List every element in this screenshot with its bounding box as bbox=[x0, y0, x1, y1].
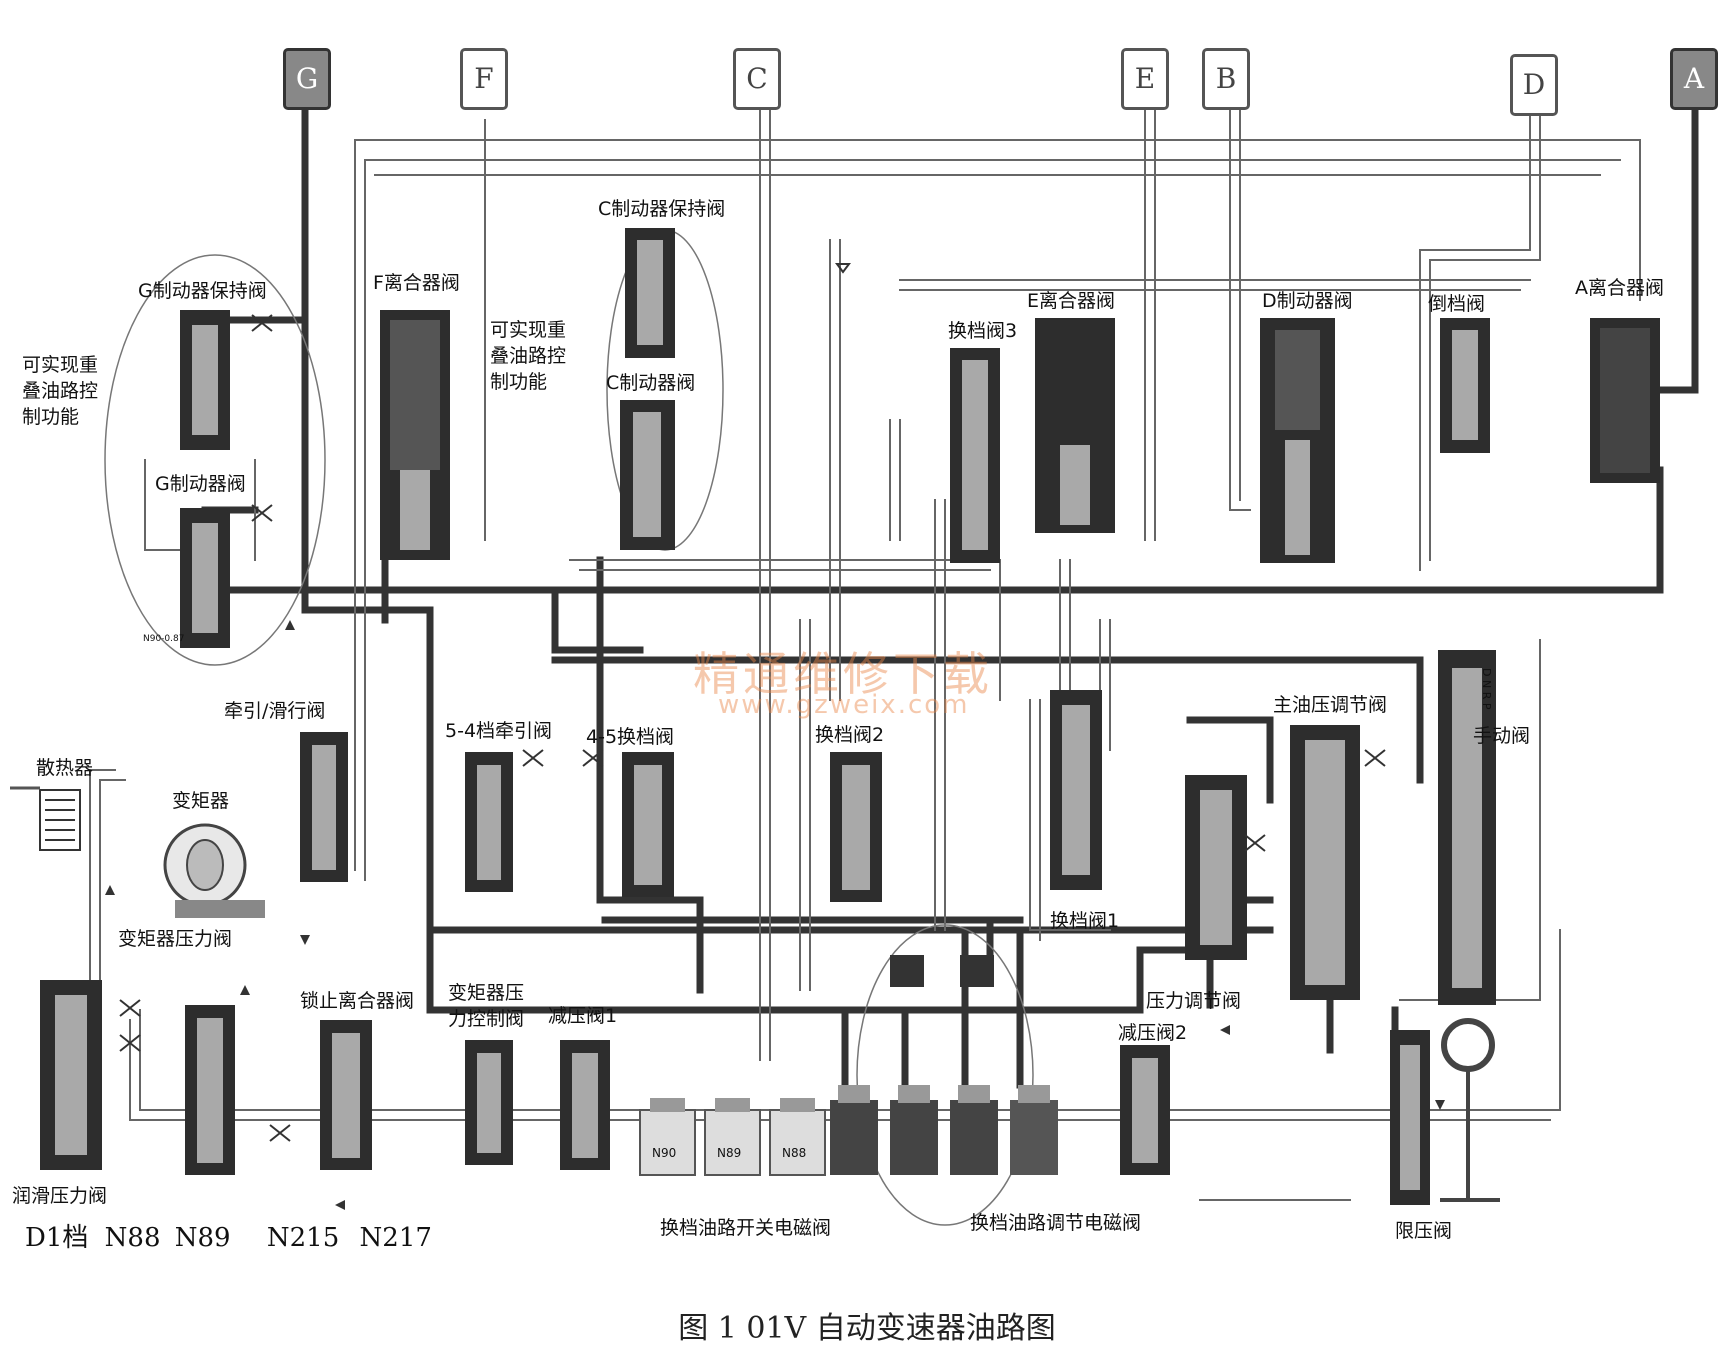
label-switch-solenoids: 换档油路开关电磁阀 bbox=[660, 1217, 832, 1239]
legend-n215: N215 bbox=[266, 1223, 340, 1253]
label-shift-valve-3: 换档阀3 bbox=[948, 320, 1018, 342]
label-g-brake-hold-valve: G制动器保持阀 bbox=[138, 280, 267, 302]
label-regulating-solenoids: 换档油路调节电磁阀 bbox=[970, 1212, 1142, 1234]
label-lockup-clutch-valve: 锁止离合器阀 bbox=[300, 990, 415, 1012]
reducing-valve-1 bbox=[560, 1040, 610, 1170]
lube-pressure-valve bbox=[40, 980, 102, 1170]
shift-valve-3 bbox=[950, 348, 1000, 563]
label-torque-converter: 变矩器 bbox=[172, 790, 230, 812]
label-c-brake-hold-valve: C制动器保持阀 bbox=[598, 198, 726, 220]
figure-caption: 图 1 01V 自动变速器油路图 bbox=[678, 1311, 1056, 1346]
label-f-clutch-valve: F离合器阀 bbox=[373, 272, 460, 294]
legend-n88: N88 bbox=[104, 1223, 161, 1253]
shift-valve-2 bbox=[830, 752, 882, 902]
f-clutch-valve bbox=[380, 310, 450, 560]
switch-solenoid-n88 bbox=[769, 1098, 826, 1176]
terminal-b: B bbox=[1202, 48, 1250, 110]
shift-valve-1 bbox=[1050, 690, 1102, 890]
label-shift-valve-2: 换档阀2 bbox=[815, 724, 885, 746]
label-reducing-valve-1: 减压阀1 bbox=[548, 1005, 618, 1027]
pressure-limit-valve bbox=[1390, 1030, 1430, 1205]
c-brake-hold-valve bbox=[625, 228, 675, 358]
label-g-brake-valve: G制动器阀 bbox=[155, 473, 246, 495]
legend-gear: D1档 bbox=[25, 1223, 89, 1253]
g-brake-hold-valve bbox=[180, 310, 230, 450]
label-overlap-control-mid: 可实现重叠油路控制功能 bbox=[490, 319, 567, 393]
pressure-sensor-1 bbox=[890, 955, 924, 987]
reg-solenoid-2 bbox=[890, 1085, 938, 1175]
pressure-regulator-valve bbox=[1185, 775, 1247, 960]
reverse-valve bbox=[1440, 318, 1490, 453]
label-pressure-regulator-valve: 压力调节阀 bbox=[1146, 990, 1242, 1012]
switch-solenoid-n89 bbox=[704, 1098, 761, 1176]
main-pressure-regulator-valve bbox=[1290, 725, 1360, 1000]
label-shift-valve-1: 换档阀1 bbox=[1050, 910, 1120, 932]
label-converter-pressure-valve: 变矩器压力阀 bbox=[118, 928, 233, 950]
terminal-a: A bbox=[1670, 48, 1718, 110]
label-solenoid-n90: N90 bbox=[652, 1146, 677, 1160]
legend-gear-solenoids: D1档 N88 N89 N215 N217 bbox=[25, 1217, 432, 1254]
pressure-gauge-icon bbox=[1440, 1018, 1500, 1202]
orifices bbox=[119, 263, 1386, 1142]
flow-arrows bbox=[105, 620, 1445, 1210]
label-main-pressure-regulator: 主油压调节阀 bbox=[1273, 694, 1388, 716]
label-lube-pressure-valve: 润滑压力阀 bbox=[12, 1185, 108, 1207]
pressure-sensor-2 bbox=[960, 955, 994, 987]
label-lube-small: N90-0.87 bbox=[143, 634, 185, 644]
lockup-clutch-valve bbox=[320, 1020, 372, 1170]
label-e-clutch-valve: E离合器阀 bbox=[1027, 290, 1116, 312]
label-pressure-limit-valve: 限压阀 bbox=[1395, 1220, 1453, 1242]
label-solenoid-n88: N88 bbox=[782, 1146, 807, 1160]
reducing-valve-2 bbox=[1120, 1045, 1170, 1175]
legend-n89: N89 bbox=[174, 1223, 231, 1253]
label-traction-coast-valve: 牵引/滑行阀 bbox=[224, 700, 326, 722]
conv-pressure-control-valve bbox=[465, 1040, 513, 1165]
label-solenoid-n89: N89 bbox=[717, 1146, 742, 1160]
manual-valve bbox=[1438, 650, 1496, 1005]
d-brake-valve bbox=[1260, 318, 1335, 563]
legend-n217: N217 bbox=[359, 1223, 432, 1253]
conv-pressure-valve-body bbox=[185, 1005, 235, 1175]
label-reverse-valve: 倒档阀 bbox=[1428, 293, 1486, 315]
label-manual-valve: 手动阀 bbox=[1473, 725, 1531, 747]
terminal-f: F bbox=[460, 48, 508, 110]
terminal-c: C bbox=[733, 48, 781, 110]
switch-solenoid-n90 bbox=[639, 1098, 696, 1176]
4-5-shift-valve bbox=[622, 752, 674, 897]
traction-coast-valve bbox=[300, 732, 348, 882]
label-c-brake-valve: C制动器阀 bbox=[606, 372, 696, 394]
label-manual-positions: D N R P bbox=[1480, 668, 1493, 710]
reg-solenoid-3 bbox=[950, 1085, 998, 1175]
e-clutch-valve bbox=[1035, 318, 1115, 533]
radiator-icon bbox=[10, 786, 81, 851]
valve-bodies bbox=[40, 228, 1660, 1205]
label-a-clutch-valve: A离合器阀 bbox=[1575, 277, 1664, 299]
reg-solenoid-4 bbox=[1010, 1085, 1058, 1175]
a-clutch-valve bbox=[1590, 318, 1660, 483]
terminal-g: G bbox=[283, 48, 331, 110]
label-4-5-shift-valve: 4-5换档阀 bbox=[586, 726, 675, 748]
watermark-text: 精通维修下载 bbox=[693, 647, 993, 701]
label-5-4-traction-valve: 5-4档牵引阀 bbox=[445, 720, 553, 742]
terminal-e: E bbox=[1121, 48, 1169, 110]
label-overlap-control-left: 可实现重叠油路控制功能 bbox=[22, 354, 99, 428]
c-brake-valve bbox=[620, 400, 675, 550]
g-brake-valve bbox=[180, 508, 230, 648]
label-radiator: 散热器 bbox=[36, 757, 94, 779]
torque-converter-icon bbox=[163, 823, 265, 918]
label-reducing-valve-2: 减压阀2 bbox=[1118, 1022, 1188, 1044]
5-4-traction-valve bbox=[465, 752, 513, 892]
reg-solenoid-1 bbox=[830, 1085, 878, 1175]
label-converter-pressure-control: 变矩器压力控制阀 bbox=[448, 982, 525, 1030]
label-d-brake-valve: D制动器阀 bbox=[1262, 290, 1353, 312]
solenoids bbox=[639, 955, 1058, 1176]
terminal-d: D bbox=[1510, 54, 1558, 116]
watermark-url: www.gzweix.com bbox=[718, 690, 970, 720]
